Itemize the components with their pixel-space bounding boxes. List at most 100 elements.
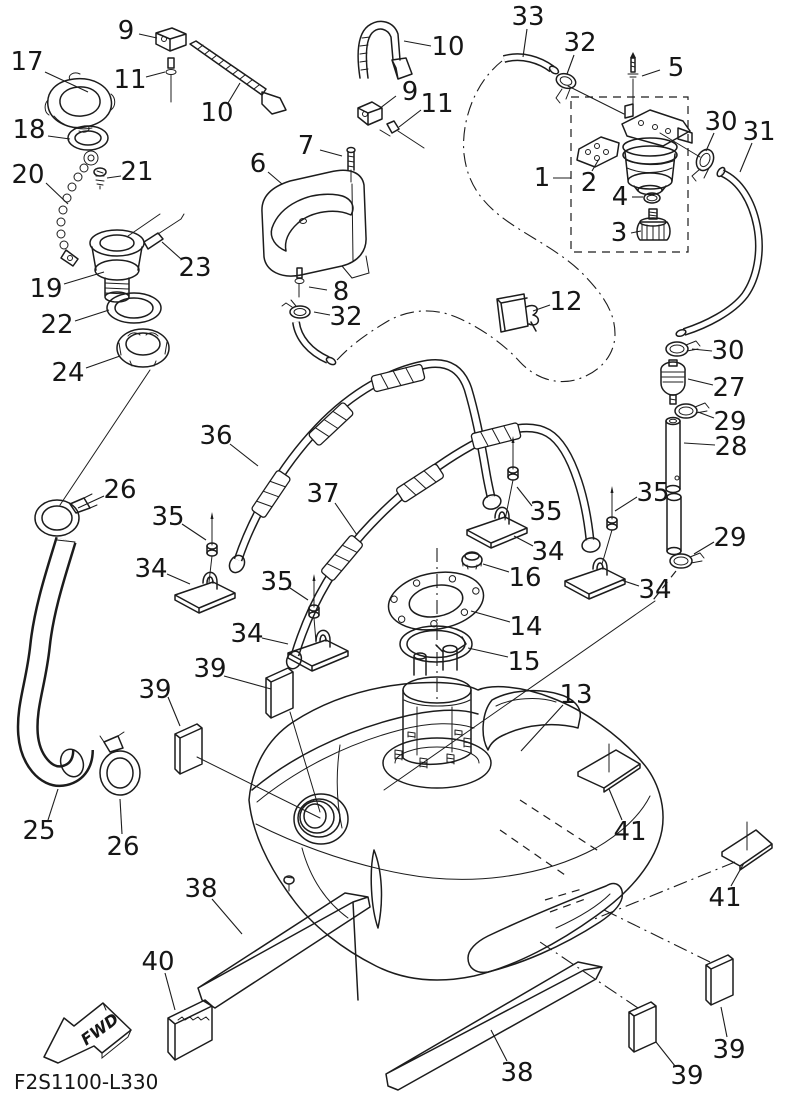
callout-leader-19 bbox=[63, 271, 105, 285]
callout-23: 23 bbox=[178, 253, 211, 283]
callout-leader-41 bbox=[730, 862, 745, 887]
callout-leader-13 bbox=[520, 704, 564, 752]
callout-leader-23 bbox=[161, 241, 182, 260]
callout-15: 15 bbox=[507, 647, 540, 677]
fuel-filter-unit bbox=[621, 103, 693, 196]
tank-strap-36 bbox=[228, 358, 502, 574]
callout-22: 22 bbox=[40, 310, 73, 340]
callout-26: 26 bbox=[106, 832, 139, 862]
callout-30: 30 bbox=[704, 107, 737, 137]
callout-35: 35 bbox=[260, 567, 293, 597]
callout-27: 27 bbox=[712, 373, 745, 403]
hose-clamp-32-lower bbox=[281, 299, 311, 319]
vent-hose-top bbox=[502, 53, 560, 75]
strap-pin-35-d bbox=[601, 486, 618, 565]
fuel-filter-assembly bbox=[570, 52, 693, 253]
neck-gasket bbox=[106, 292, 162, 324]
callout-19: 19 bbox=[29, 274, 62, 304]
callout-leader-17 bbox=[44, 71, 89, 93]
callout-40: 40 bbox=[141, 947, 174, 977]
neck-to-hose-line bbox=[59, 369, 151, 506]
hose-clamp-32-upper bbox=[555, 72, 577, 104]
callout-leader-26 bbox=[77, 495, 105, 509]
callout-leader-9 bbox=[138, 33, 158, 39]
cushion-pad-39-c bbox=[539, 941, 657, 1053]
callout-leader-35 bbox=[516, 486, 533, 507]
callout-leader-16 bbox=[482, 563, 510, 573]
callout-leader-30 bbox=[705, 132, 715, 152]
callout-29: 29 bbox=[713, 407, 746, 437]
cap-retainer-chain bbox=[56, 150, 99, 267]
callout-30: 30 bbox=[711, 336, 744, 366]
callout-24: 24 bbox=[51, 358, 84, 388]
callout-13: 13 bbox=[559, 680, 592, 710]
callout-34: 34 bbox=[134, 554, 167, 584]
callout-leader-39 bbox=[223, 675, 272, 690]
callout-12: 12 bbox=[549, 287, 582, 317]
cushion-pad-39-d bbox=[599, 907, 734, 1006]
locating-pin-center bbox=[379, 120, 425, 149]
callout-32: 32 bbox=[563, 28, 596, 58]
filter-bracket bbox=[576, 136, 620, 168]
cushion-strip-38-a bbox=[197, 892, 371, 1009]
callout-41: 41 bbox=[613, 817, 646, 847]
callout-leader-36 bbox=[229, 443, 259, 467]
callout-leader-31 bbox=[739, 142, 753, 173]
callout-2: 2 bbox=[581, 168, 598, 198]
callout-21: 21 bbox=[120, 157, 153, 187]
cushion-strip-38-b bbox=[385, 961, 603, 1091]
flange-nut-16 bbox=[461, 551, 483, 570]
callout-leader-37 bbox=[334, 502, 358, 536]
callout-leader-33 bbox=[522, 28, 528, 58]
callout-leader-14 bbox=[470, 610, 511, 623]
inline-fuel-filter-27 bbox=[660, 359, 686, 405]
strap-bracket-34-c bbox=[466, 506, 528, 549]
cushion-pad-41-a bbox=[577, 743, 641, 793]
fuel-filler-cap bbox=[44, 72, 116, 133]
filter-cup-oring bbox=[643, 192, 661, 204]
cover-screw bbox=[346, 146, 356, 262]
filler-hose-clamp-lower bbox=[99, 731, 141, 796]
callout-leader-10 bbox=[403, 40, 432, 47]
callout-leader-2 bbox=[591, 158, 600, 172]
callout-leader-9 bbox=[378, 95, 397, 110]
tank-strap-37 bbox=[285, 422, 601, 670]
neck-nut bbox=[116, 328, 170, 368]
callout-leader-22 bbox=[74, 309, 110, 322]
callout-leader-29 bbox=[693, 541, 715, 555]
callout-leader-10 bbox=[227, 82, 241, 104]
callout-leader-11 bbox=[145, 71, 166, 78]
chain-screw bbox=[93, 167, 107, 190]
callout-leader-30 bbox=[691, 348, 713, 352]
callout-leader-15 bbox=[467, 647, 509, 658]
fwd-arrow: FWD bbox=[43, 1002, 132, 1064]
callout-leader-40 bbox=[164, 972, 176, 1011]
callout-33: 33 bbox=[511, 2, 544, 32]
callout-18: 18 bbox=[12, 115, 45, 145]
callout-leader-7 bbox=[319, 149, 343, 157]
callout-3: 3 bbox=[611, 218, 628, 248]
callout-leader-38 bbox=[211, 898, 243, 935]
callout-leader-8 bbox=[308, 286, 328, 291]
callout-leader-39 bbox=[720, 1006, 728, 1038]
callout-leader-12 bbox=[532, 304, 551, 312]
hose-clip-center bbox=[357, 101, 383, 126]
callout-31: 31 bbox=[742, 117, 775, 147]
hose-clamp-29-lower bbox=[649, 552, 705, 605]
bracket-alignment-line bbox=[383, 600, 656, 791]
callout-leader-3 bbox=[630, 230, 642, 234]
strap-pin-35-b bbox=[308, 574, 320, 643]
callout-4: 4 bbox=[612, 182, 629, 212]
callout-16: 16 bbox=[508, 563, 541, 593]
callout-14: 14 bbox=[509, 612, 542, 642]
filler-hose-clamp-upper bbox=[34, 493, 98, 537]
callout-leader-38 bbox=[490, 1029, 508, 1062]
callout-39: 39 bbox=[138, 675, 171, 705]
callout-leader-5 bbox=[641, 69, 661, 77]
callout-34: 34 bbox=[638, 575, 671, 605]
fuel-hose-31 bbox=[675, 166, 763, 338]
cushion-pad-41-b bbox=[591, 821, 773, 921]
strap-pin-35-a bbox=[206, 512, 218, 583]
sender-gasket-15 bbox=[399, 625, 473, 663]
